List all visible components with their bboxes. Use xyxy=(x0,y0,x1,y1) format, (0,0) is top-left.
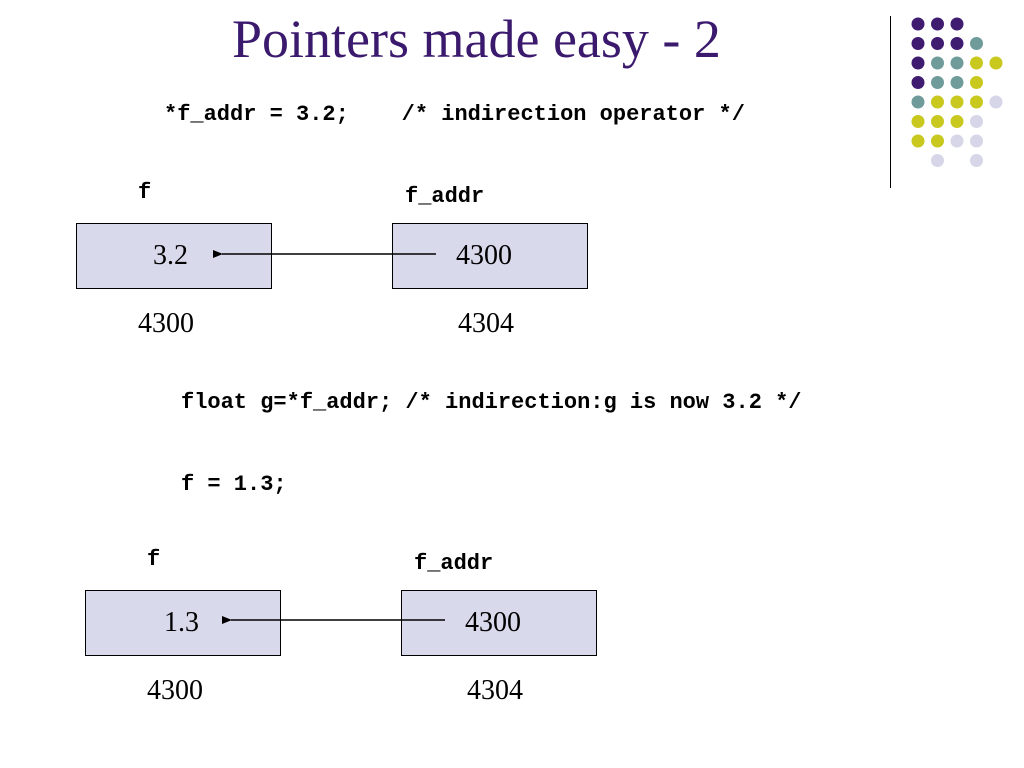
decoration-dot xyxy=(970,115,983,128)
decoration-dot xyxy=(950,37,964,50)
decoration-dot xyxy=(970,56,983,70)
decoration-dot xyxy=(970,134,983,148)
decoration-dot xyxy=(931,95,944,109)
decoration-dot xyxy=(931,56,944,70)
decoration-dot xyxy=(931,76,944,89)
decoration-dot xyxy=(970,76,983,89)
decoration-dot xyxy=(931,17,944,31)
code-line-float-g: float g=*f_addr; /* indirection:g is now… xyxy=(181,390,802,415)
code-line-indirection-assign: *f_addr = 3.2; /* indirection operator *… xyxy=(164,102,745,127)
decoration-dot xyxy=(950,17,964,31)
decoration-dot xyxy=(950,134,964,148)
diagram2-value-f-addr: 4300 xyxy=(465,607,521,638)
decoration-dot xyxy=(950,115,964,128)
diagram1-address-f-addr: 4304 xyxy=(458,308,514,339)
code-line-f-assign: f = 1.3; xyxy=(181,472,287,497)
decoration-dot xyxy=(911,56,925,70)
slide-title: Pointers made easy - 2 xyxy=(232,9,721,69)
diagram1-label-f: f xyxy=(138,180,152,205)
diagram2-label-f-addr: f_addr xyxy=(414,551,494,576)
decoration-dot xyxy=(911,115,925,128)
decoration-dot xyxy=(911,17,925,31)
decoration-dot xyxy=(950,95,964,109)
decoration-dot xyxy=(989,56,1003,70)
decoration-dot xyxy=(911,76,925,89)
diagram2-box-f: 1.3 xyxy=(85,590,281,656)
diagram2-address-f-addr: 4304 xyxy=(467,675,523,706)
decoration-dot xyxy=(931,115,944,128)
decoration-dot xyxy=(970,37,983,50)
decoration-dot xyxy=(931,134,944,148)
decoration-dot xyxy=(931,154,944,167)
decoration-dot xyxy=(931,37,944,50)
diagram2-box-f-addr: 4300 xyxy=(401,590,597,656)
diagram2-address-f: 4300 xyxy=(147,675,203,706)
diagram2-value-f: 1.3 xyxy=(164,607,199,638)
decoration-dot xyxy=(950,56,964,70)
diagram1-value-f-addr: 4300 xyxy=(456,240,512,271)
diagram2-label-f: f xyxy=(147,547,161,572)
decoration-dot xyxy=(950,76,964,89)
decoration-dot xyxy=(989,95,1003,109)
diagram1-address-f: 4300 xyxy=(138,308,194,339)
divider-line xyxy=(890,16,891,188)
decoration-dot xyxy=(970,154,983,167)
decoration-dot xyxy=(970,95,983,109)
decoration-dot xyxy=(911,95,925,109)
diagram1-box-f: 3.2 xyxy=(76,223,272,289)
diagram1-label-f-addr: f_addr xyxy=(405,184,485,209)
decoration-dot xyxy=(911,134,925,148)
diagram1-box-f-addr: 4300 xyxy=(392,223,588,289)
decoration-dot xyxy=(911,37,925,50)
diagram1-value-f: 3.2 xyxy=(153,240,188,271)
